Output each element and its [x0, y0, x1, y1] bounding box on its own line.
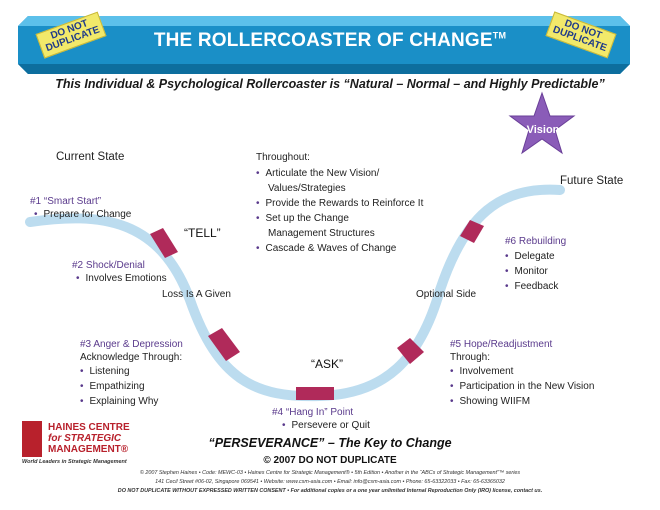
list-item: Feedback — [505, 279, 566, 294]
stage-3-subheading: Acknowledge Through: — [80, 352, 183, 363]
throughout-item: Provide the Rewards to Reinforce It — [256, 196, 424, 211]
throughout-item: Articulate the New Vision/Values/Strateg… — [256, 166, 423, 196]
perseverance-heading: “PERSEVERANCE” – The Key to Change — [208, 436, 452, 450]
list-item: Delegate — [505, 249, 566, 264]
copyright: © 2007 DO NOT DUPLICATE — [263, 455, 397, 466]
list-item: Listening — [80, 364, 183, 379]
list-item: Involves Emotions — [76, 271, 167, 286]
future-state-label: Future State — [560, 175, 624, 187]
throughout-heading: Throughout: — [256, 152, 310, 163]
footer-line-1: © 2007 Stephen Haines • Code: MEWC-03 • … — [139, 470, 521, 476]
logo-name: HAINES CENTRE for STRATEGIC MANAGEMENT® — [48, 422, 130, 455]
stage-5-title: #5 Hope/Readjustment — [450, 339, 553, 350]
list-item: Participation in the New Vision — [450, 379, 595, 394]
track-segment-rebuilding — [460, 220, 484, 243]
throughout-block: Throughout: Articulate the New Vision/Va… — [256, 152, 423, 256]
stage-1-title: #1 “Smart Start” — [30, 196, 102, 207]
stage-6-title: #6 Rebuilding — [505, 236, 567, 247]
list-item: Showing WIIFM — [450, 394, 594, 409]
list-item: Persevere or Quit — [282, 418, 370, 433]
stage-3-title: #3 Anger & Depression — [80, 339, 183, 350]
track-segment-hope — [397, 338, 424, 364]
loss-label: Loss Is A Given — [162, 289, 231, 300]
logo-tagline: World Leaders in Strategic Management — [22, 459, 127, 465]
optional-side-label: Optional Side — [416, 289, 477, 300]
stage-2-title: #2 Shock/Denial — [72, 260, 145, 271]
logo-mark-icon — [22, 421, 42, 457]
stage-5-block: #5 Hope/Readjustment Through: Involvemen… — [450, 339, 594, 409]
footer-line-2: 141 Cecil Street #06-02, Singapore 06954… — [155, 479, 505, 485]
track-segment-hang-in — [296, 387, 334, 400]
ask-label: “ASK” — [311, 357, 344, 371]
list-item: Monitor — [505, 264, 566, 279]
track-segment-tell — [150, 228, 178, 258]
stage-4-title: #4 “Hang In” Point — [272, 407, 354, 418]
list-item: Explaining Why — [80, 394, 183, 409]
track-segment-anger — [208, 328, 240, 361]
list-item: Involvement — [450, 364, 594, 379]
stage-5-subheading: Through: — [450, 352, 491, 363]
stage-3-block: #3 Anger & Depression Acknowledge Throug… — [80, 339, 183, 409]
footer-line-3: DO NOT DUPLICATE WITHOUT EXPRESSED WRITT… — [117, 488, 543, 494]
stage-2-block: #2 Shock/Denial Involves Emotions — [72, 260, 167, 286]
stage-6-block: #6 Rebuilding Delegate Monitor Feedback — [505, 236, 566, 294]
title-banner — [18, 16, 630, 74]
list-item: Prepare for Change — [34, 207, 132, 222]
stage-1-block: #1 “Smart Start” Prepare for Change — [30, 196, 131, 222]
stage-4-block: #4 “Hang In” Point Persevere or Quit — [272, 407, 370, 433]
tell-label: “TELL” — [184, 226, 221, 240]
subtitle: This Individual & Psychological Rollerco… — [55, 77, 605, 91]
throughout-item: Cascade & Waves of Change — [256, 241, 423, 256]
vision-label: Vision — [526, 124, 560, 136]
list-item: Empathizing — [80, 379, 183, 394]
vision-star — [508, 91, 576, 155]
page-title: THE ROLLERCOASTER OF CHANGETM — [153, 30, 507, 51]
current-state-label: Current State — [56, 151, 125, 163]
